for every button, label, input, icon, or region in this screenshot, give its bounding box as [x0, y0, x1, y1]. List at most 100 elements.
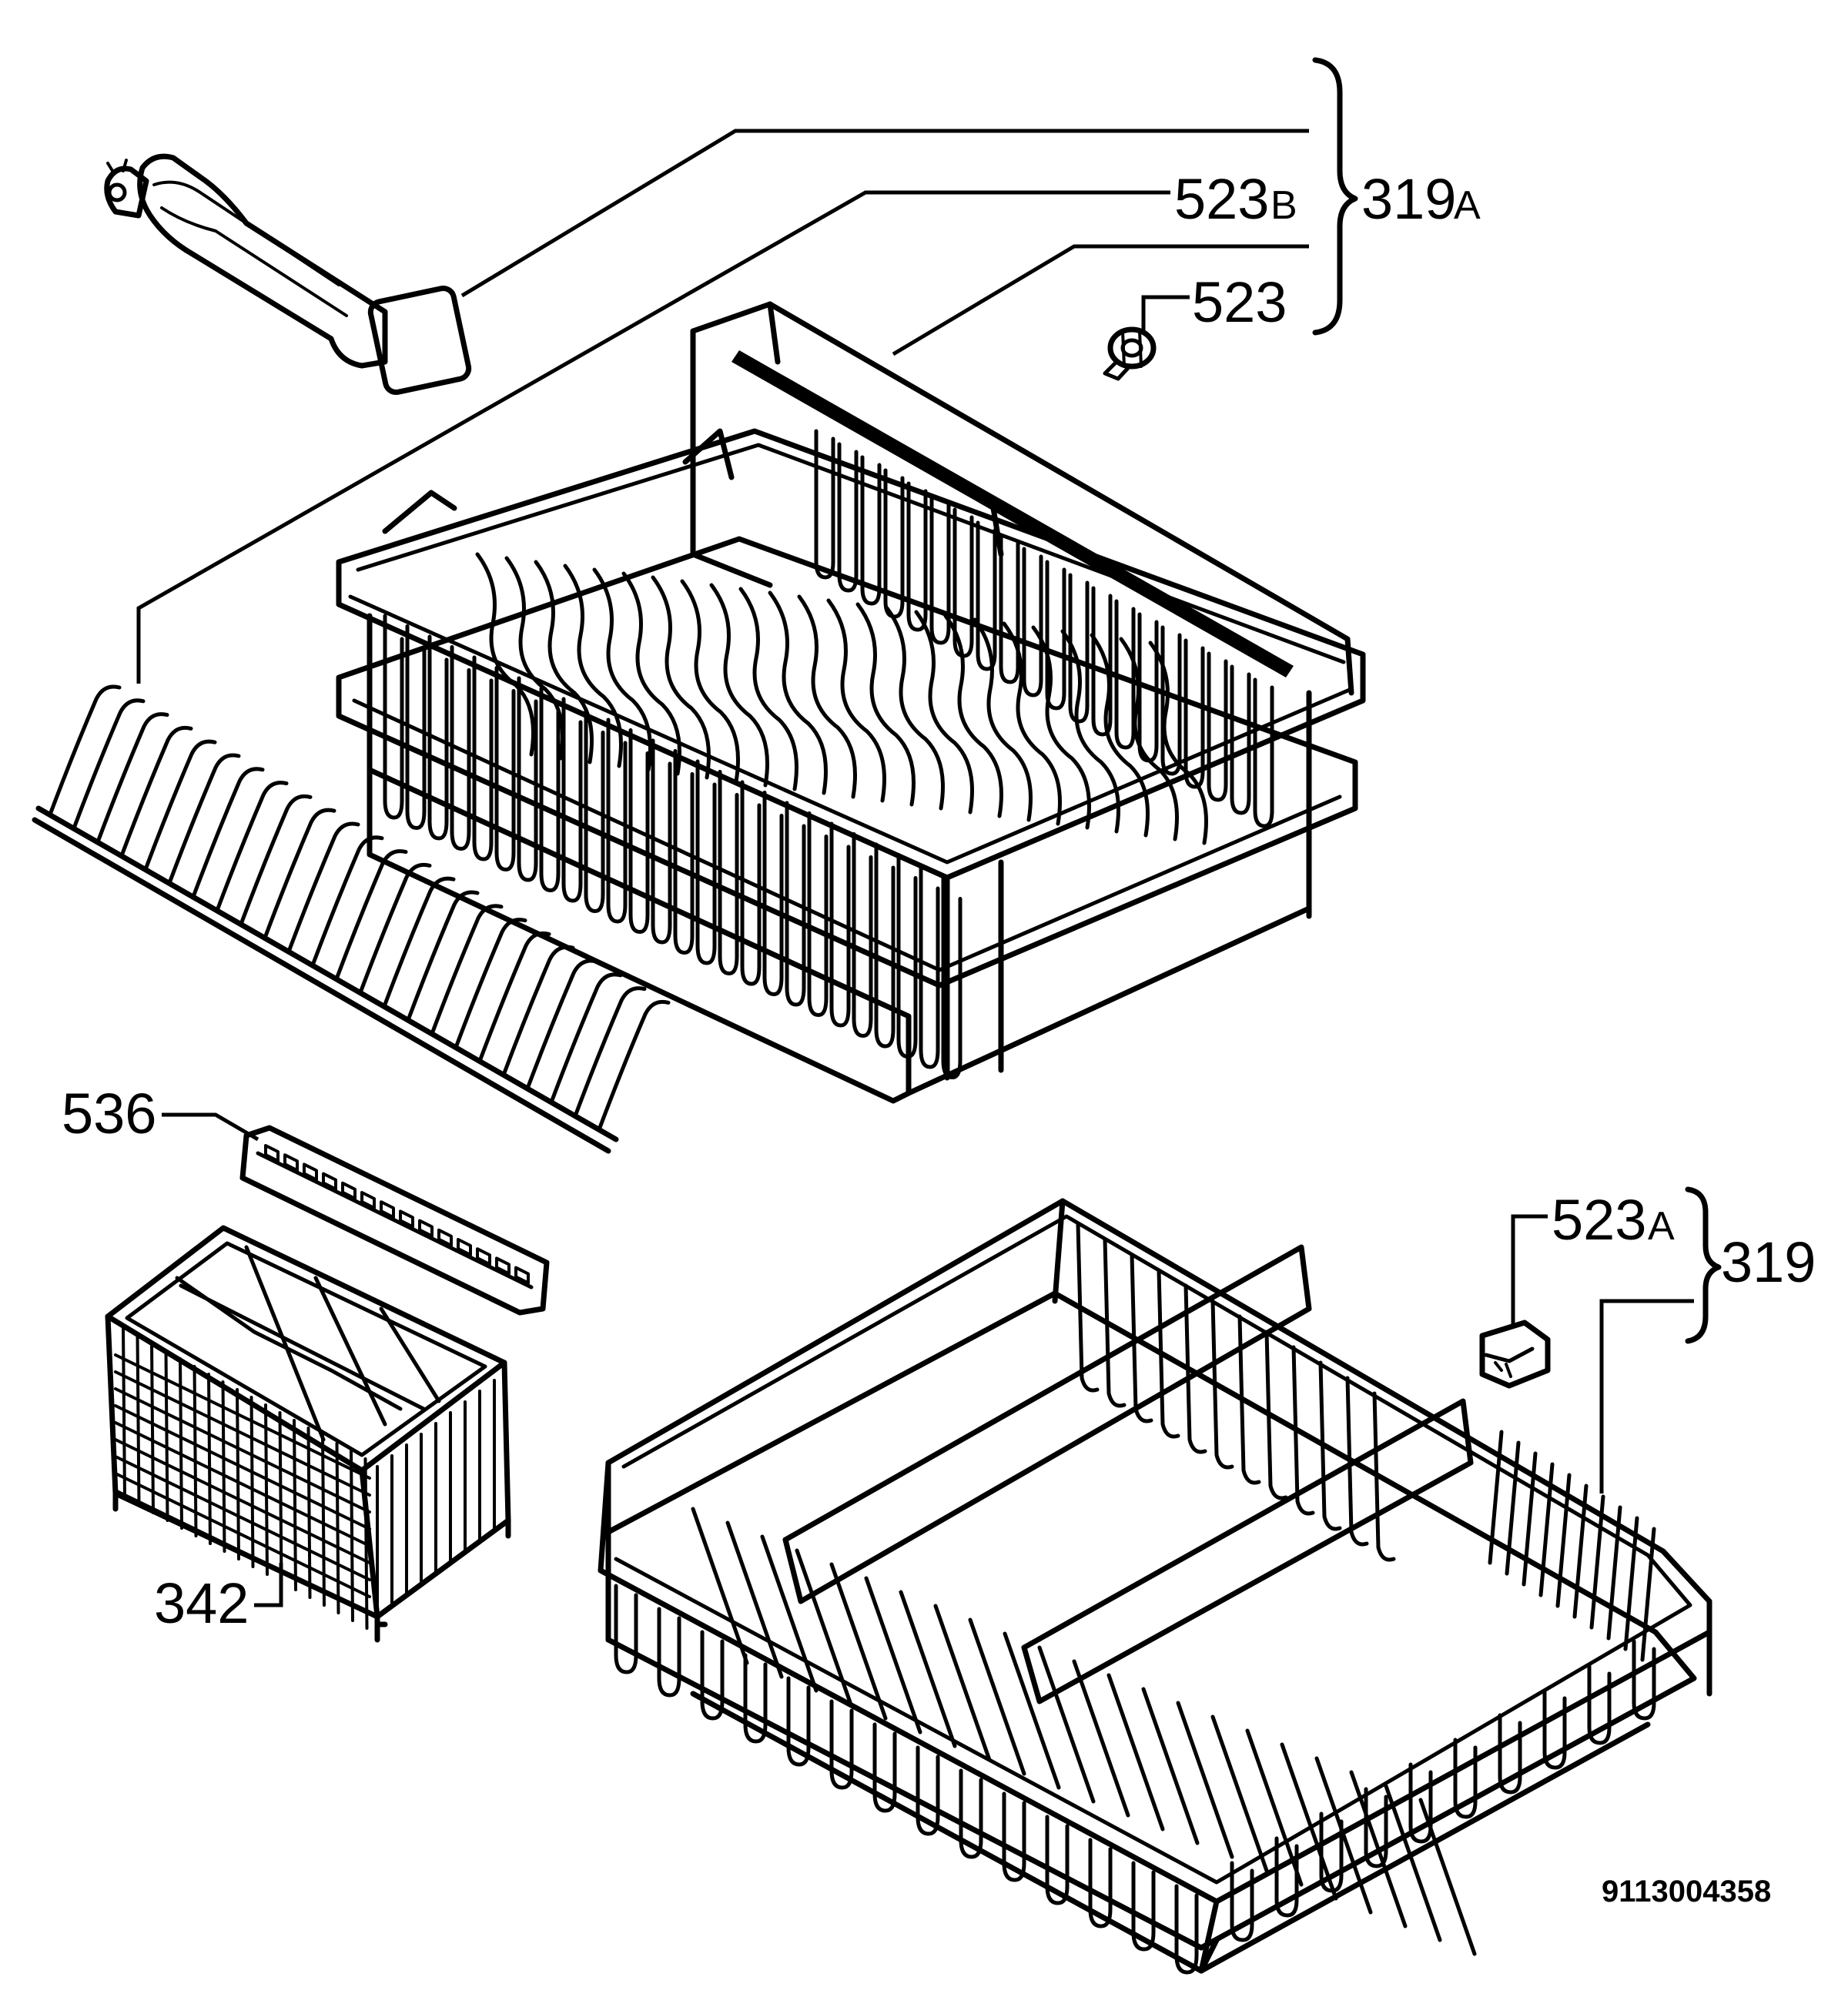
basket-mesh-bar: [207, 1373, 212, 1545]
upper-inner-tine: [768, 590, 828, 795]
lower-side-loop: [959, 1768, 983, 1859]
lower-side-loop: [657, 1607, 681, 1698]
lower-floor-tine: [691, 1507, 749, 1665]
lower-floor-tine: [795, 1548, 853, 1707]
basket-mesh-row: [114, 1472, 371, 1598]
lower-back-tine: [1345, 1376, 1369, 1547]
upper-back-tine: [1114, 599, 1136, 750]
upper-basket: [336, 301, 1366, 1104]
upper-back-tine: [1253, 677, 1274, 828]
lower-floor-tine: [1245, 1728, 1304, 1887]
lower-floor-tine: [1106, 1673, 1165, 1831]
label-319A-number: 319: [1361, 167, 1456, 231]
basket-mesh-bar: [278, 1411, 283, 1584]
upper-front-tine: [919, 863, 940, 1069]
lower-floor-tine: [829, 1562, 888, 1721]
upper-back-tine: [1137, 612, 1159, 763]
upper-back-tine: [837, 442, 859, 593]
basket-mesh-bar: [264, 1403, 269, 1576]
label-319-number: 319: [1721, 1230, 1816, 1294]
upper-inner-tine: [475, 552, 535, 757]
lower-side-tine: [1589, 1494, 1605, 1630]
lower-side-loop: [1045, 1815, 1070, 1905]
upper-front-tine: [673, 749, 695, 955]
upper-front-tine: [829, 821, 851, 1028]
lid-slot: [437, 1228, 453, 1247]
lid-slot: [380, 1200, 395, 1219]
label-319A: 319 A: [1361, 167, 1481, 231]
plate-rack-tine: [310, 835, 384, 968]
upper-inner-tine: [914, 610, 974, 815]
upper-front-tine: [517, 676, 538, 882]
upper-back-tine: [1207, 651, 1228, 802]
lower-back-tine: [1103, 1237, 1127, 1408]
lower-side-loop: [1131, 1861, 1156, 1952]
upper-front-tine: [427, 634, 449, 841]
upper-front-tine: [718, 770, 739, 975]
lower-floor-tine: [1003, 1631, 1061, 1790]
lower-side-tine: [1488, 1430, 1504, 1565]
lower-front-loop: [1632, 1639, 1656, 1721]
upper-inner-tine: [885, 606, 945, 811]
basket-mesh-row: [114, 1489, 371, 1615]
upper-inner-tine: [826, 598, 886, 803]
label-319A-suffix: A: [1454, 183, 1481, 228]
upper-back-tine: [1091, 586, 1113, 737]
lower-side-loop: [700, 1630, 725, 1721]
upper-inner-tine: [1060, 629, 1120, 834]
upper-front-tine: [651, 738, 672, 945]
upper-front-tine: [606, 718, 628, 924]
lower-floor-tine: [1384, 1784, 1442, 1942]
lid-slot: [418, 1219, 434, 1238]
upper-back-tine: [999, 534, 1020, 684]
plate-rack-tine: [573, 986, 647, 1119]
lower-back-tine: [1237, 1314, 1261, 1485]
lower-floor-tine: [968, 1617, 1026, 1776]
lower-front-loop: [1364, 1787, 1388, 1868]
plate-rack-tine: [525, 958, 599, 1091]
upper-front-tine: [383, 614, 404, 820]
lower-side-tine: [1555, 1473, 1572, 1608]
upper-front-tine: [405, 624, 427, 830]
lower-side-tine: [1505, 1440, 1521, 1576]
label-523A-suffix: A: [1648, 1204, 1675, 1249]
lower-side-loop: [1174, 1884, 1199, 1975]
lower-front-loop: [1498, 1713, 1522, 1795]
document-number: 9113004358: [1602, 1875, 1771, 1908]
upper-inner-tine: [651, 575, 711, 780]
plate-rack-tine: [191, 767, 265, 899]
lid-slot: [303, 1162, 318, 1182]
lower-floor-tine: [899, 1590, 957, 1748]
upper-inner-tine: [797, 594, 857, 799]
upper-inner-tine: [563, 564, 623, 768]
lower-basket: [598, 1198, 1712, 1975]
upper-inner-tine: [1090, 633, 1150, 838]
lower-side-loop: [614, 1584, 638, 1674]
basket-mesh-bar: [150, 1342, 155, 1514]
upper-leader-lines: [136, 129, 1309, 684]
plate-rack-tine: [406, 890, 480, 1022]
upper-front-tine: [695, 759, 717, 965]
basket-mesh-bar: [306, 1427, 312, 1599]
lower-floor-tine: [1280, 1742, 1338, 1901]
lower-group-brace: [1685, 1186, 1722, 1344]
label-523: 523: [1192, 270, 1287, 334]
upper-group-brace: [1312, 57, 1358, 336]
basket-mesh-row: [114, 1404, 371, 1530]
upper-inner-tine: [973, 617, 1033, 822]
lower-side-tine: [1522, 1451, 1538, 1587]
lower-side-loop: [1088, 1838, 1113, 1928]
label-523B: 523 B: [1174, 167, 1297, 231]
lower-front-loop: [1274, 1836, 1299, 1918]
lid-slot: [360, 1191, 376, 1209]
basket-mesh-bar: [236, 1388, 240, 1560]
lid-slot: [476, 1247, 491, 1266]
upper-back-tine: [929, 494, 951, 645]
plate-rack-tine: [48, 684, 122, 817]
lid-slot: [283, 1153, 299, 1172]
plate-rack-tine: [334, 849, 408, 982]
basket-mesh-row: [114, 1370, 371, 1497]
basket-mesh-bar: [321, 1434, 326, 1607]
lower-wheel: [1479, 1320, 1551, 1389]
upper-inner-tine: [709, 583, 769, 788]
